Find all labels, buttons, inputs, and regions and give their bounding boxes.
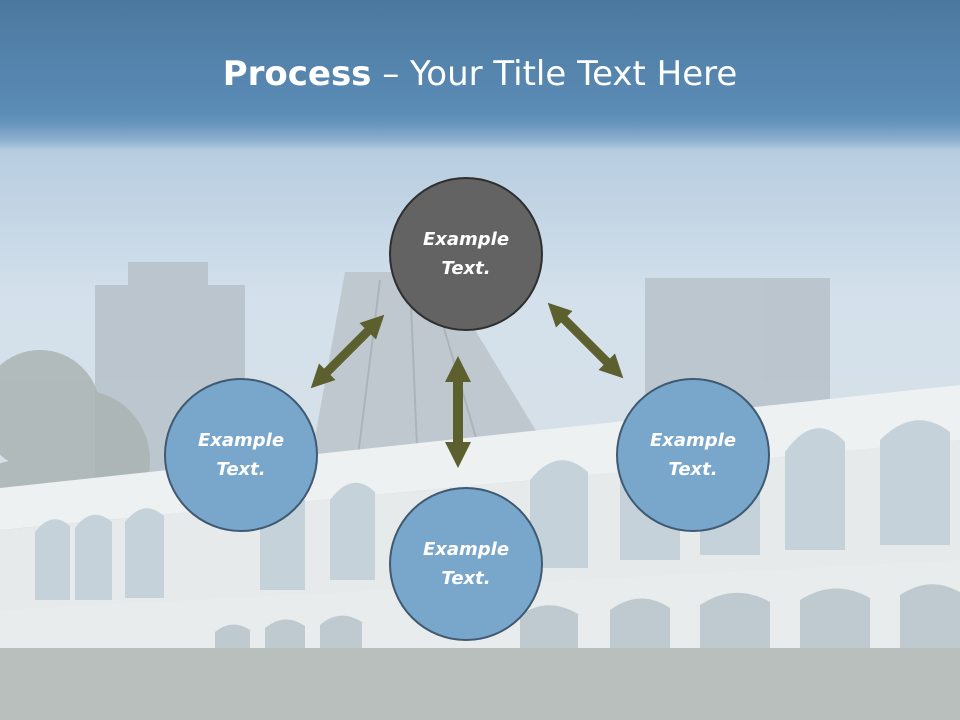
node-right-line1: Example (649, 430, 737, 451)
node-bottom-line1: Example (422, 539, 510, 560)
arrow-top-left (310, 314, 385, 389)
slide-title: Process – Your Title Text Here (0, 52, 960, 96)
node-top-line2: Text. (441, 258, 491, 279)
node-top-line1: Example (422, 229, 510, 250)
arrow-top-right (547, 302, 624, 379)
node-bottom-line2: Text. (441, 568, 491, 589)
node-left-line2: Text. (216, 459, 266, 480)
title-rest-text: – Your Title Text Here (371, 54, 738, 94)
title-bar (0, 0, 960, 150)
title-bold-text: Process (222, 54, 372, 94)
node-left-line1: Example (197, 430, 285, 451)
node-right-line2: Text. (668, 459, 718, 480)
